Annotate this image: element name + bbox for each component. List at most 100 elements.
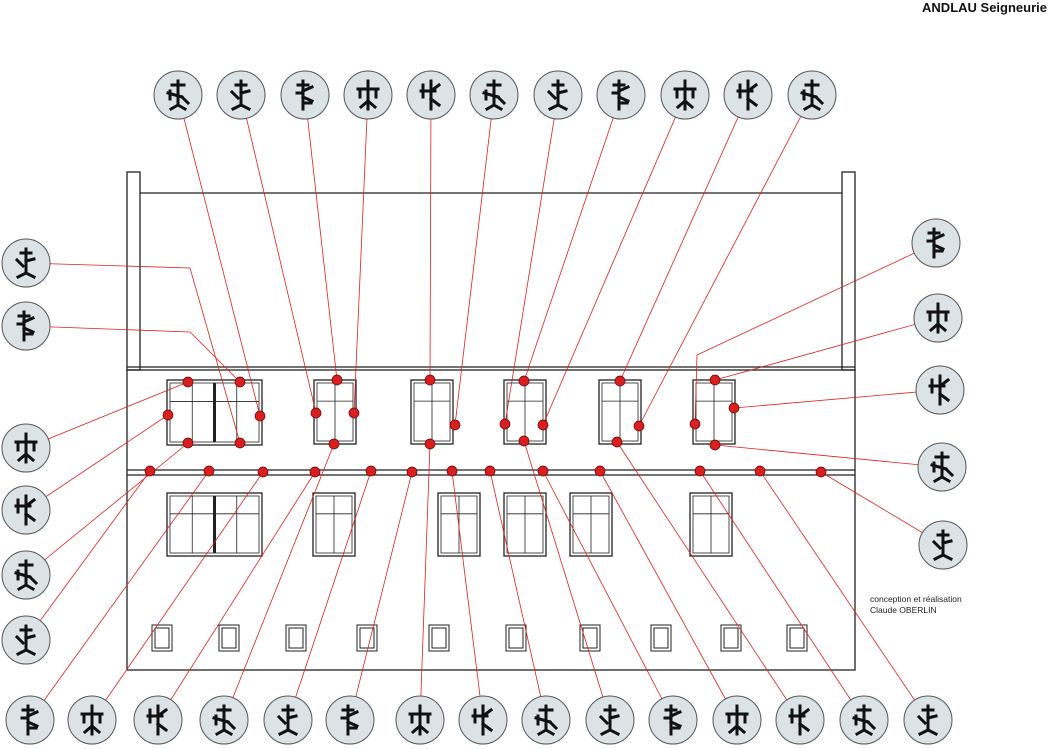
mason-mark-icon	[340, 704, 359, 736]
leader-line	[451, 470, 484, 721]
marker-dot	[709, 374, 721, 386]
leader-line	[542, 94, 686, 426]
leader-line	[759, 470, 929, 721]
mason-mark-icon	[295, 79, 314, 111]
marker-dot	[328, 438, 340, 450]
marker-dot	[633, 420, 645, 432]
mason-mark-icon	[534, 704, 559, 737]
mason-mark-icon	[852, 704, 877, 737]
mason-mark-icon	[14, 494, 37, 526]
basement-window	[356, 624, 378, 652]
mason-mark-medallion	[343, 70, 393, 120]
leader-line	[733, 389, 941, 409]
leader-line	[714, 317, 939, 381]
mason-mark-medallion	[917, 442, 967, 492]
marker-dots	[144, 374, 827, 478]
leader-line	[489, 470, 547, 721]
mason-mark-medallion	[458, 695, 508, 745]
mason-mark-medallion	[839, 695, 889, 745]
mason-mark-medallion	[913, 293, 963, 343]
basement-window	[579, 624, 601, 652]
mason-mark-medallion	[918, 520, 968, 570]
credit-line-1: conception et réalisation	[870, 594, 962, 604]
page-title: ANDLAU Seigneurie	[922, 0, 1047, 15]
marker-dot	[484, 465, 496, 477]
mason-mark-icon	[673, 79, 697, 111]
marker-dot	[254, 410, 266, 422]
mason-mark-icon	[229, 79, 252, 112]
leader-line	[699, 470, 865, 721]
mason-mark-medallion	[216, 70, 266, 120]
leader-line	[616, 441, 801, 721]
marker-dot	[449, 419, 461, 431]
marker-dot	[257, 466, 269, 478]
facade-wall	[126, 369, 856, 671]
mason-mark-icon	[926, 302, 950, 334]
mason-mark-medallion	[133, 695, 183, 745]
marker-dot	[182, 437, 194, 449]
marker-dot	[203, 465, 215, 477]
leader-line	[353, 94, 369, 414]
mason-mark-medallion	[1, 550, 51, 600]
marker-dot	[406, 466, 418, 478]
mason-mark-medallion	[280, 70, 330, 120]
leader-line	[694, 242, 937, 425]
mason-mark-medallion	[1, 301, 51, 351]
mason-mark-medallion	[5, 695, 55, 745]
building-facade	[126, 171, 856, 671]
mason-mark-medallion	[1, 485, 51, 535]
leader-line	[429, 94, 432, 381]
mason-mark-medallion	[903, 695, 953, 745]
mason-mark-medallion	[1, 238, 51, 288]
leader-line	[25, 381, 189, 449]
mason-mark-icon	[800, 79, 825, 112]
mason-mark-icon	[80, 704, 104, 736]
leader-line	[523, 440, 611, 721]
leader-line	[287, 470, 372, 721]
marker-dot	[499, 418, 511, 430]
leader-lines	[25, 94, 944, 721]
leader-line	[29, 470, 210, 721]
window	[569, 492, 613, 557]
mason-mark-medallion	[596, 70, 646, 120]
mason-marks	[1, 70, 968, 745]
leader-line	[25, 325, 241, 383]
mason-mark-icon	[20, 704, 39, 736]
basement-window	[428, 624, 450, 652]
mason-mark-icon	[788, 704, 811, 736]
mason-mark-icon	[611, 79, 630, 111]
mason-mark-icon	[471, 704, 494, 736]
mason-mark-icon	[14, 432, 38, 464]
mason-mark-medallion	[153, 70, 203, 120]
marker-dot	[689, 418, 701, 430]
mason-mark-icon	[14, 559, 39, 592]
marker-dot	[331, 374, 343, 386]
mason-mark-icon	[930, 451, 955, 484]
basement-window	[650, 624, 672, 652]
mason-mark-medallion	[775, 695, 825, 745]
mason-mark-medallion	[723, 70, 773, 120]
marker-dot	[754, 465, 766, 477]
marker-dot	[537, 419, 549, 431]
mason-mark-medallion	[395, 695, 445, 745]
mason-mark-medallion	[712, 695, 762, 745]
windows	[151, 379, 808, 652]
leader-line	[177, 94, 261, 417]
mason-mark-icon	[408, 704, 432, 736]
marker-dot	[365, 465, 377, 477]
leader-line	[504, 94, 559, 425]
leader-line	[599, 470, 738, 721]
marker-dot	[611, 436, 623, 448]
mason-mark-medallion	[787, 70, 837, 120]
mason-mark-icon	[916, 704, 939, 737]
mason-mark-medallion	[1, 423, 51, 473]
marker-dot	[309, 466, 321, 478]
marker-dot	[537, 465, 549, 477]
mason-mark-icon	[928, 374, 951, 406]
leader-line	[157, 471, 316, 721]
marker-dot	[815, 466, 827, 478]
marker-dot	[614, 375, 626, 387]
mason-mark-medallion	[660, 70, 710, 120]
marker-dot	[424, 374, 436, 386]
leader-line	[638, 94, 813, 427]
